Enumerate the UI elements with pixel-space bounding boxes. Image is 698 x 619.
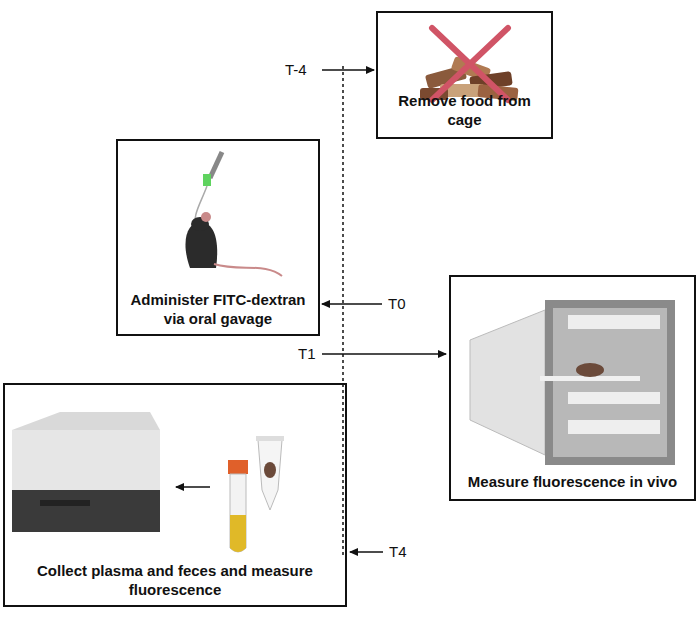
time-label: T-4	[285, 61, 307, 78]
process-box: Administer FITC-dextran via oral gavage	[116, 139, 320, 336]
process-box: Measure fluorescence in vivo	[449, 275, 696, 501]
timeline	[342, 66, 344, 556]
leader-arrow	[322, 353, 446, 355]
leader-arrow	[322, 303, 382, 305]
leader-arrow	[322, 69, 374, 71]
mouse-gavage-icon	[185, 152, 282, 276]
box-caption: Measure fluorescence in vivo	[457, 472, 688, 491]
sample-tubes-icon	[228, 436, 284, 552]
time-label: T0	[388, 295, 406, 312]
plate-reader-icon	[12, 412, 160, 532]
box-caption: Collect plasma and feces and measure flu…	[11, 561, 339, 599]
food-icon	[420, 28, 519, 101]
leader-arrow	[176, 486, 210, 488]
box-caption: Administer FITC-dextran via oral gavage	[124, 290, 312, 328]
box-caption: Remove food from cage	[384, 91, 545, 129]
leader-arrow	[350, 551, 383, 553]
process-box: Remove food from cage	[376, 11, 553, 139]
process-box: Collect plasma and feces and measure flu…	[3, 383, 347, 607]
imaging-system-icon	[470, 300, 675, 465]
time-label: T1	[298, 345, 316, 362]
time-label: T4	[389, 543, 407, 560]
